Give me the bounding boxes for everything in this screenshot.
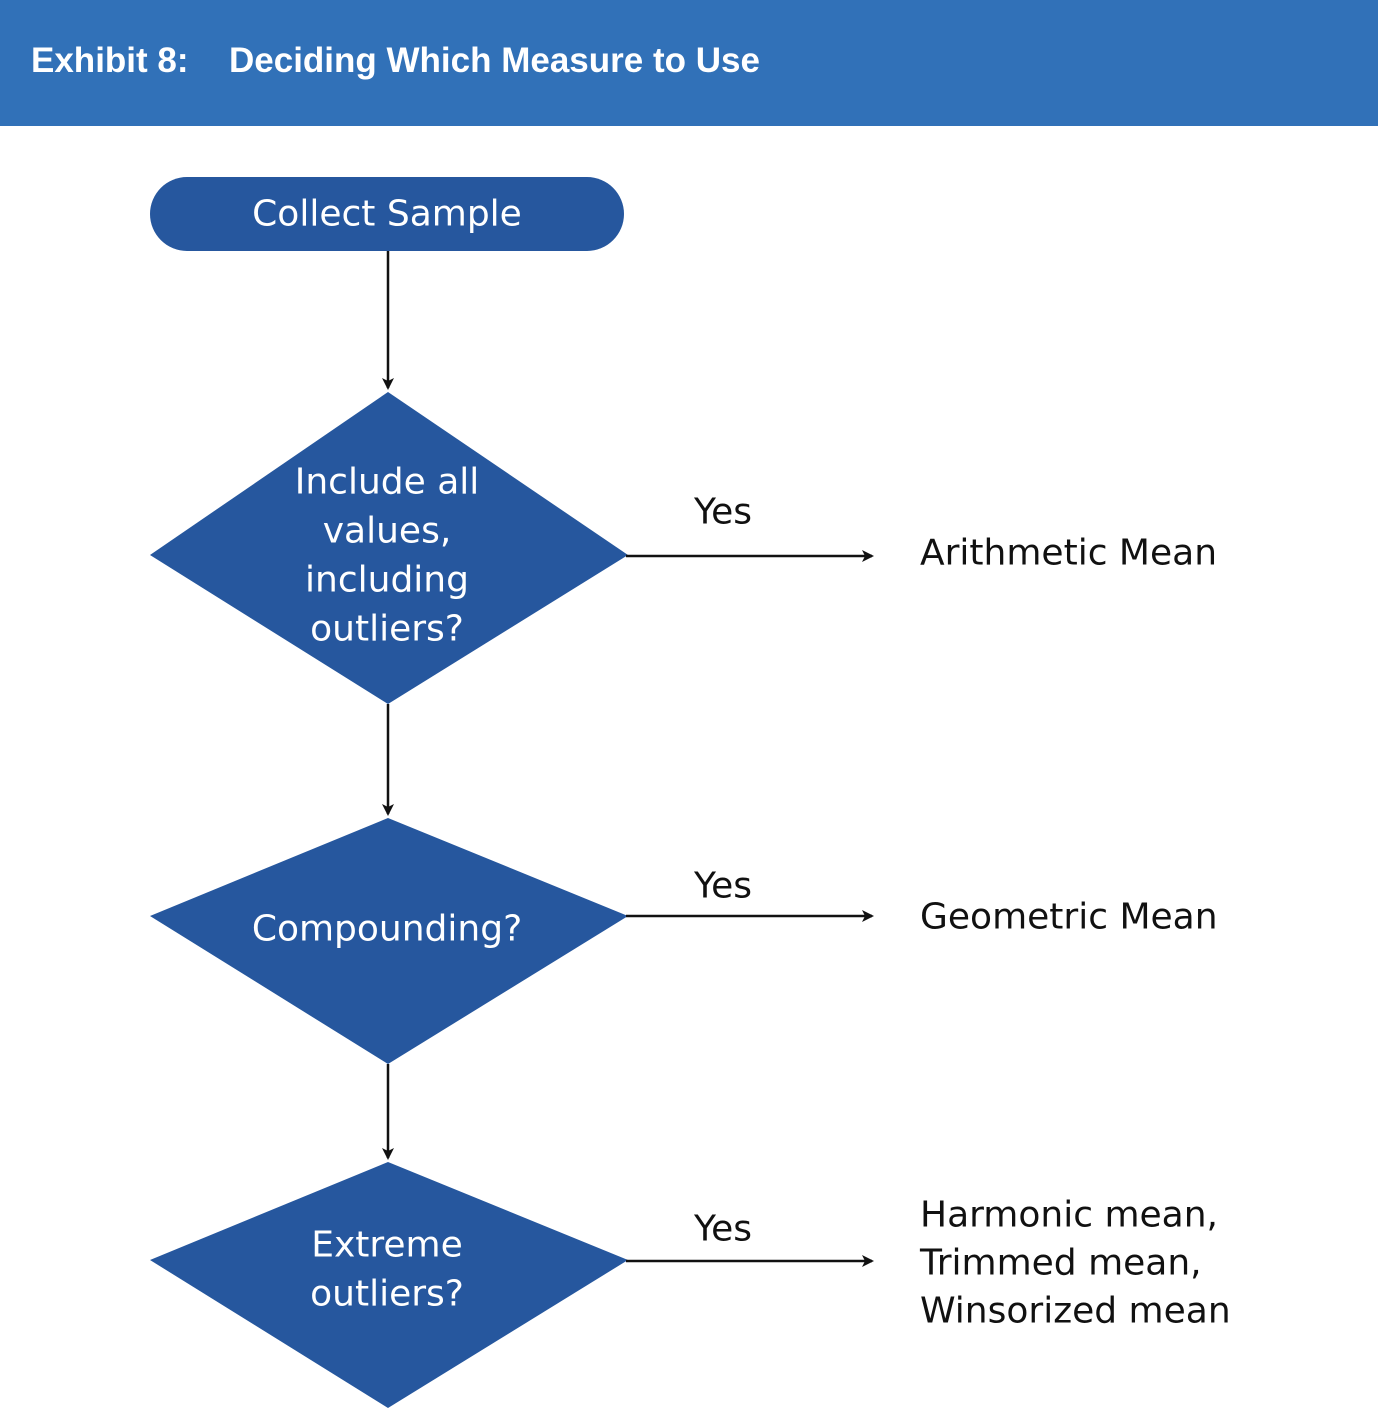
- decision-1-yes-label: Yes: [693, 492, 752, 533]
- exhibit-number: Exhibit 8:: [31, 41, 189, 80]
- decision-3-yes-label: Yes: [693, 1209, 752, 1250]
- decision-2-outcome: Geometric Mean: [920, 897, 1218, 938]
- exhibit-title: Deciding Which Measure to Use: [229, 41, 760, 80]
- decision-2-line-1: Compounding?: [252, 909, 522, 950]
- start-node: [150, 177, 624, 251]
- decision-3-line-1: Extreme: [311, 1225, 463, 1266]
- decision-1-line-4: outliers?: [310, 609, 464, 650]
- decision-1-line-1: Include all: [295, 462, 480, 503]
- decision-3-diamond: [150, 1162, 628, 1408]
- decision-3-outcome-line-1: Harmonic mean,: [920, 1195, 1218, 1236]
- decision-2-diamond: [150, 818, 628, 1064]
- decision-3-outcome-line-3: Winsorized mean: [920, 1291, 1231, 1332]
- decision-3-outcome-line-2: Trimmed mean,: [919, 1243, 1202, 1284]
- decision-2-yes-label: Yes: [693, 866, 752, 907]
- decision-1-outcome: Arithmetic Mean: [920, 533, 1217, 574]
- decision-3-line-2: outliers?: [310, 1274, 464, 1315]
- decision-1-line-3: including: [305, 560, 469, 601]
- exhibit-header: Exhibit 8: Deciding Which Measure to Use: [0, 0, 1378, 126]
- decision-1-diamond: [150, 392, 628, 704]
- start-node-label: Collect Sample: [252, 194, 522, 235]
- decision-1-line-2: values,: [323, 511, 452, 552]
